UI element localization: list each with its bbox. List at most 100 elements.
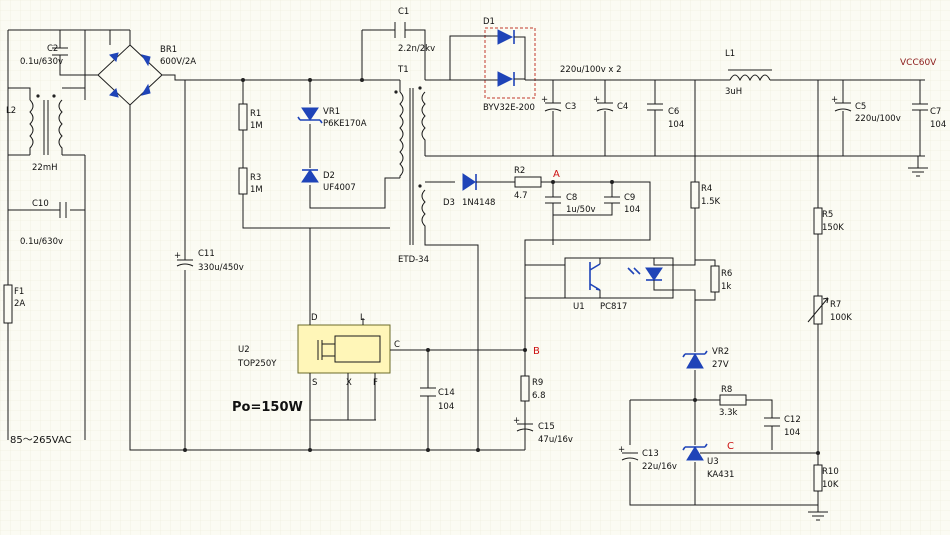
input-wiring xyxy=(7,29,525,451)
capacitor-c4: + xyxy=(593,80,614,156)
potentiometer-r7 xyxy=(807,295,829,325)
c11-label: C11 xyxy=(198,249,215,259)
node-b-label: B xyxy=(533,346,540,357)
c3-label: C3 xyxy=(565,102,576,112)
regulator-wiring xyxy=(629,399,818,506)
r3-label: R3 xyxy=(250,173,261,183)
ac-input-label: 85～265VAC xyxy=(10,435,72,446)
u2-pin-l: L xyxy=(360,313,365,323)
power-output-label: Po=150W xyxy=(232,400,303,415)
node-c-label: C xyxy=(727,441,734,452)
r5-label: R5 xyxy=(822,210,833,220)
f1-value: 2A xyxy=(14,299,25,309)
resistor-r1 xyxy=(238,103,248,131)
capacitor-c1 xyxy=(394,22,406,38)
resistor-r8 xyxy=(719,394,747,406)
t1-label: T1 xyxy=(397,65,409,75)
c13-label: C13 xyxy=(642,449,659,459)
capacitor-c5: + xyxy=(831,80,852,156)
u3-value: KA431 xyxy=(707,470,734,480)
resistor-r9 xyxy=(520,375,530,402)
diode-d2 xyxy=(301,169,319,183)
t1-value: ETD-34 xyxy=(398,255,429,265)
diode-d3 xyxy=(462,173,515,191)
capacitor-c7 xyxy=(912,80,928,156)
r1-value: 1M xyxy=(250,121,263,131)
caps-value: 220u/100v x 2 xyxy=(560,65,622,75)
vr1-value: P6KE170A xyxy=(323,119,367,129)
c2-label: C2 xyxy=(47,44,58,54)
d2-label: D2 xyxy=(323,171,335,181)
vr2-label: VR2 xyxy=(712,347,729,357)
u2-pin-x: X xyxy=(346,378,352,388)
c2-value: 0.1u/630v xyxy=(20,57,63,67)
r9-label: R9 xyxy=(532,378,543,388)
c15-label: C15 xyxy=(538,422,555,432)
zener-vr2 xyxy=(682,300,708,400)
r4-r6-wiring xyxy=(694,80,716,301)
bridge-rectifier-br1 xyxy=(97,29,163,120)
c10-value: 0.1u/630v xyxy=(20,237,63,247)
svg-text:+: + xyxy=(541,95,548,105)
u1-label: U1 xyxy=(573,302,585,312)
diode-d1 xyxy=(449,27,536,99)
r6-value: 1k xyxy=(721,282,731,292)
u2-pin-d: D xyxy=(311,313,318,323)
r9-value: 6.8 xyxy=(532,391,546,401)
c6-label: C6 xyxy=(668,107,679,117)
capacitor-c10 xyxy=(59,202,67,218)
r2-label: R2 xyxy=(514,166,525,176)
r3-value: 1M xyxy=(250,185,263,195)
vcc-label: VCC60V xyxy=(900,58,937,68)
c13-value: 22u/16v xyxy=(642,462,677,472)
d2-value: UF4007 xyxy=(323,183,356,193)
r10-label: R10 xyxy=(822,467,839,477)
capacitor-c6 xyxy=(647,80,663,156)
l1-value: 3uH xyxy=(725,87,742,97)
resistor-r5 xyxy=(813,207,823,235)
c4-label: C4 xyxy=(617,102,628,112)
tvs-vr1 xyxy=(297,107,323,124)
hv-rail xyxy=(175,29,426,450)
c1-value: 2.2n/2kv xyxy=(398,44,435,54)
d1-value: BYV32E-200 xyxy=(483,103,535,113)
c12-label: C12 xyxy=(784,415,801,425)
u3-label: U3 xyxy=(707,457,719,467)
shunt-regulator-u3 xyxy=(682,443,818,461)
resistor-r4 xyxy=(690,181,700,209)
c8-value: 1u/50v xyxy=(566,205,596,215)
r4-label: R4 xyxy=(701,184,712,194)
c14-value: 104 xyxy=(438,402,454,412)
node-a-label: A xyxy=(553,169,560,180)
c10-label: C10 xyxy=(32,199,49,209)
capacitor-c8 xyxy=(545,182,613,245)
capacitor-c9 xyxy=(604,182,620,204)
resistor-r3 xyxy=(238,167,248,195)
r1-label: R1 xyxy=(250,109,261,119)
transformer-t1 xyxy=(394,79,925,450)
inductor-l2 xyxy=(29,94,63,155)
svg-text:+: + xyxy=(831,95,838,105)
capacitor-c15: + xyxy=(513,416,534,432)
u2-label: U2 xyxy=(238,345,250,355)
r10-value: 10K xyxy=(822,480,839,490)
f1-label: F1 xyxy=(14,287,24,297)
fuse-f1 xyxy=(3,284,13,324)
u2-value: TOP250Y xyxy=(237,359,277,369)
c11-value: 330u/450v xyxy=(198,263,244,273)
c6-value: 104 xyxy=(668,120,684,130)
l1-label: L1 xyxy=(725,49,735,59)
vr1-label: VR1 xyxy=(323,107,340,117)
u2-pin-c: C xyxy=(394,340,400,350)
r8-label: R8 xyxy=(721,385,732,395)
ground-feedback xyxy=(808,511,828,521)
c1-label: C1 xyxy=(398,7,409,17)
r2-value: 4.7 xyxy=(514,191,528,201)
capacitor-c2 xyxy=(52,42,68,58)
ic-u2 xyxy=(297,228,525,450)
r8-value: 3.3k xyxy=(719,408,738,418)
c7-value: 104 xyxy=(930,120,946,130)
